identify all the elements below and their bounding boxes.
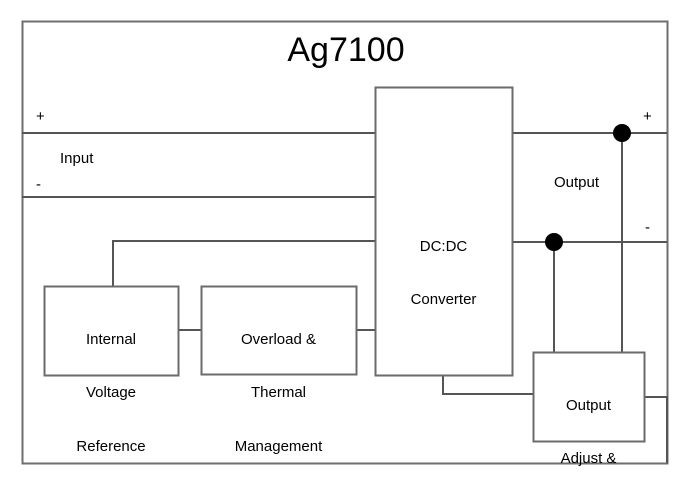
- output-positive-junction-dot: [613, 124, 631, 142]
- block-label-output-adjust-feedback: Output Adjust & Feedback: [533, 362, 644, 478]
- block-label-otm-line1: Overload &: [240, 331, 317, 349]
- output-port-label: Output: [554, 174, 600, 191]
- block-label-dcdc-converter: DC:DC Converter: [375, 203, 512, 345]
- block-label-ivr-line3: Reference: [76, 437, 146, 455]
- block-label-internal-voltage-reference: Internal Voltage Reference: [44, 296, 178, 478]
- output-negative-junction-dot: [545, 233, 563, 251]
- output-plus-sign: +: [643, 108, 652, 125]
- block-label-otm-line3: Management: [234, 437, 323, 455]
- block-overload-thermal-management[interactable]: [200, 285, 358, 376]
- page-title: Ag7100: [287, 31, 405, 69]
- block-label-oaf-line2: Adjust &: [560, 450, 617, 468]
- block-label-dcdc-line2: Converter: [410, 291, 477, 309]
- device-outline: [21, 20, 669, 465]
- block-label-overload-thermal-management: Overload & Thermal Management: [201, 296, 356, 478]
- block-label-ivr-line2: Voltage: [85, 384, 137, 402]
- block-dcdc-converter[interactable]: [374, 86, 514, 377]
- block-label-ivr-line1: Internal: [85, 331, 137, 349]
- input-plus-sign: +: [36, 108, 45, 125]
- input-minus-sign: -: [36, 176, 41, 193]
- block-label-oaf-line1: Output: [565, 397, 612, 415]
- input-port-label: Input: [60, 150, 94, 167]
- block-internal-voltage-reference[interactable]: [43, 285, 180, 377]
- output-minus-sign: -: [645, 219, 650, 236]
- block-label-dcdc-line1: DC:DC: [419, 238, 468, 256]
- block-label-otm-line2: Thermal: [250, 384, 306, 402]
- block-output-adjust-feedback[interactable]: [532, 351, 646, 443]
